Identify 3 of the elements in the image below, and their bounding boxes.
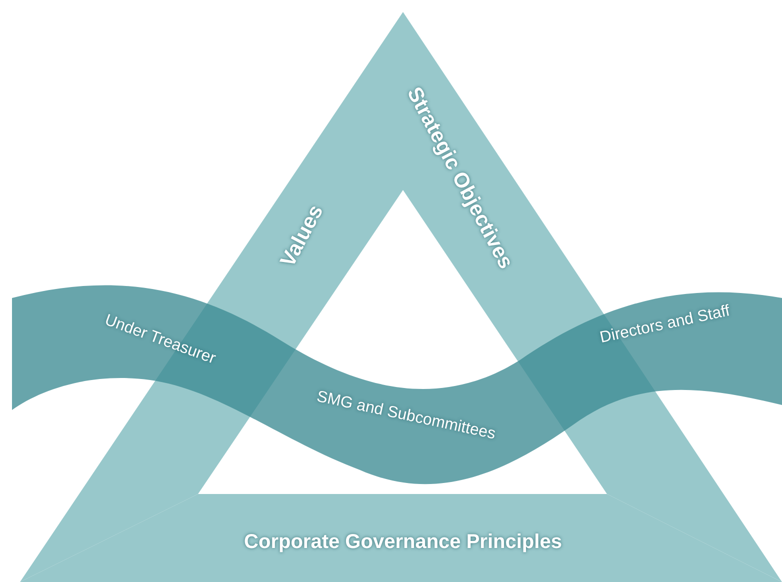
band-label: Corporate Governance Principles bbox=[244, 532, 562, 552]
band-label: Directors and Staff bbox=[598, 303, 732, 347]
triangle-base-band bbox=[20, 494, 782, 582]
